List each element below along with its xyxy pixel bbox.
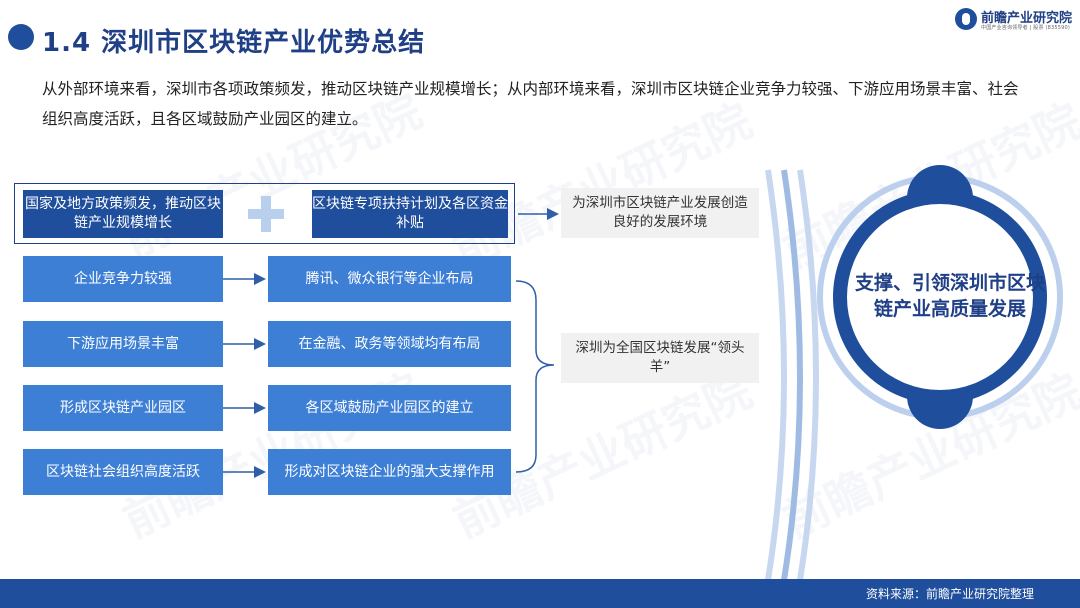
effect-box-4: 形成对区块链企业的强大支撑作用 (268, 449, 511, 495)
chevron-bar-1 (765, 169, 787, 581)
effect-box-1: 腾讯、微众银行等企业布局 (268, 256, 511, 302)
logo-icon (955, 8, 977, 30)
effect-box-2: 在金融、政务等领域均有布局 (268, 321, 511, 367)
effect-box-3: 各区域鼓励产业园区的建立 (268, 385, 511, 431)
logo-subtext: 中国产业咨询领导者 | 股票 (835590) (981, 25, 1071, 31)
external-frame (14, 183, 515, 244)
logo-text: 前瞻产业研究院 (981, 11, 1073, 26)
page-title: 1.4 深圳市区块链产业优势总结 (42, 28, 426, 58)
main-circle (833, 190, 1047, 404)
external-cause-box: 国家及地方政策频发，推动区块链产业规模增长 (23, 190, 223, 238)
intro-paragraph: 从外部环境来看，深圳市各项政策频发，推动区块链产业规模增长；从内部环境来看，深圳… (42, 80, 1019, 128)
chevron-bar-3 (797, 169, 819, 581)
cause-box-2: 下游应用场景丰富 (23, 321, 223, 367)
title-bullet-icon (8, 24, 34, 50)
cause-box-4: 区块链社会组织高度活跃 (23, 449, 223, 495)
cause-box-1: 企业竞争力较强 (23, 256, 223, 302)
plus-icon-vertical (261, 196, 271, 232)
source-note: 资料来源：前瞻产业研究院整理 (865, 587, 1034, 601)
external-policy-box: 区块链专项扶持计划及各区资金补贴 (312, 190, 508, 238)
footer-bar: 资料来源：前瞻产业研究院整理 (0, 579, 1080, 608)
internal-result-box: 深圳为全国区块链发展“领头羊” (561, 333, 759, 383)
external-result-box: 为深圳市区块链产业发展创造良好的发展环境 (561, 188, 759, 238)
brace (515, 280, 555, 473)
chevron-bar-2 (781, 169, 803, 581)
conclusion-text: 支撑、引领深圳市区块链产业高质量发展 (854, 272, 1045, 320)
logo: 前瞻产业研究院 中国产业咨询领导者 | 股票 (835590) (955, 6, 1073, 34)
cause-box-3: 形成区块链产业园区 (23, 385, 223, 431)
